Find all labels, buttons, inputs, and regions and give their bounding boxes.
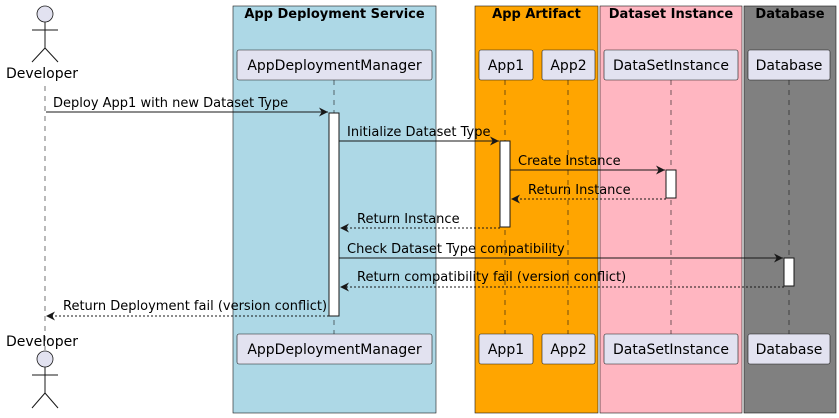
message-return-compatibility-fail: Return compatibility fail (version confl… [340, 270, 784, 292]
message-label: Initialize Dataset Type [347, 125, 490, 140]
message-return-deployment-fail: Return Deployment fail (version conflict… [46, 299, 329, 321]
message-return-instance-1: Return Instance [511, 183, 666, 204]
participant-box-database [747, 49, 831, 81]
participant-label-database: Database [756, 342, 823, 358]
box-title-app-deployment-service: App Deployment Service [244, 7, 425, 22]
message-create-instance: Create Instance [510, 154, 665, 175]
participant-box-database [747, 333, 831, 365]
participant-label-dataset-instance: DataSetInstance [613, 58, 729, 74]
box-title-database: Database [755, 7, 824, 22]
participant-box-dataset-instance [603, 333, 739, 365]
box-title-dataset-instance: Dataset Instance [609, 7, 734, 22]
activation-database [783, 257, 795, 287]
participant-label-app1: App1 [488, 342, 524, 358]
participant-box-app-deployment-manager [236, 49, 433, 81]
message-label: Deploy App1 with new Dataset Type [53, 96, 288, 111]
participant-label-app1: App1 [488, 58, 524, 74]
message-deploy: Deploy App1 with new Dataset Type [46, 96, 328, 117]
actor-developer-top: Developer [6, 5, 78, 82]
message-label: Return compatibility fail (version confl… [357, 270, 626, 285]
box-title-app-artifact: App Artifact [492, 7, 581, 22]
participant-label-dataset-instance: DataSetInstance [613, 342, 729, 358]
participant-heads-top: AppDeploymentManager App1 App2 DataSetIn… [236, 49, 831, 81]
participant-box-app1 [478, 49, 534, 81]
participant-heads-bottom: AppDeploymentManager App1 App2 DataSetIn… [236, 333, 831, 365]
activations [328, 112, 795, 317]
actor-label-developer: Developer [6, 66, 78, 82]
person-icon [31, 5, 59, 63]
participant-box-app2 [541, 49, 596, 81]
actor-developer-bottom: Developer [6, 334, 78, 409]
participant-box-app-deployment-manager [236, 333, 433, 365]
participant-box-app2 [541, 333, 596, 365]
participant-box-app1 [478, 333, 534, 365]
message-check-compatibility: Check Dataset Type compatibility [339, 242, 783, 263]
message-initialize-dataset-type: Initialize Dataset Type [339, 125, 499, 146]
activation-app-deployment-manager [328, 112, 340, 317]
activation-dataset-instance [665, 169, 677, 199]
message-label: Return Instance [528, 183, 631, 198]
participant-label-app-deployment-manager: AppDeploymentManager [247, 58, 422, 74]
participant-box-dataset-instance [603, 49, 739, 81]
person-icon [31, 350, 59, 409]
participant-label-app2: App2 [550, 58, 586, 74]
message-label: Check Dataset Type compatibility [347, 242, 565, 257]
activation-app1 [499, 140, 511, 228]
participant-label-app-deployment-manager: AppDeploymentManager [247, 342, 422, 358]
participant-label-database: Database [756, 58, 823, 74]
message-label: Return Deployment fail (version conflict… [63, 299, 327, 314]
messages: Deploy App1 with new Dataset Type Initia… [46, 96, 784, 321]
message-label: Return Instance [357, 212, 460, 227]
actor-label-developer: Developer [6, 334, 78, 350]
message-return-instance-2: Return Instance [340, 212, 500, 233]
message-label: Create Instance [518, 154, 621, 169]
participant-label-app2: App2 [550, 342, 586, 358]
